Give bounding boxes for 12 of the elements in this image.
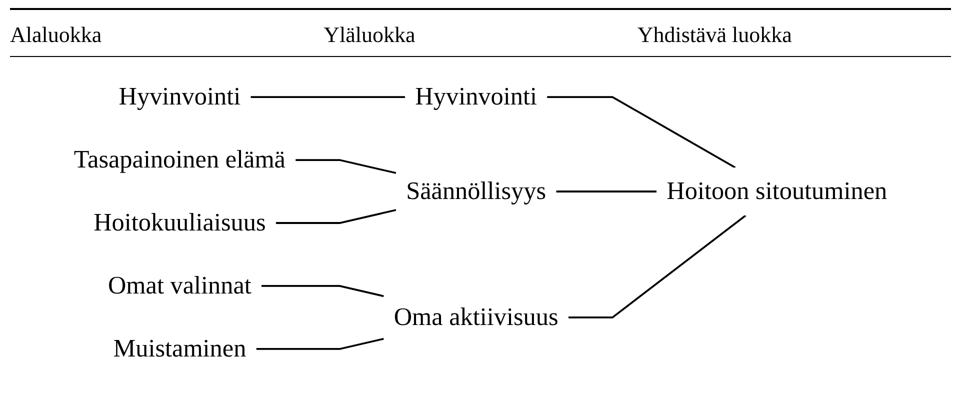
connector-line	[296, 159, 396, 174]
connector-line	[547, 96, 736, 168]
category-text: Oma aktiivisuus	[384, 294, 568, 342]
connector-line	[250, 96, 406, 98]
connector-line	[568, 214, 746, 318]
column-header: Yhdistävä luokka	[637, 22, 793, 48]
connector-line	[556, 190, 657, 192]
connector-line	[256, 338, 384, 350]
connector-line	[276, 209, 396, 224]
column-header: Alaluokka	[10, 22, 103, 48]
column-header: Yläluokka	[324, 22, 416, 48]
connector-line	[261, 285, 384, 298]
